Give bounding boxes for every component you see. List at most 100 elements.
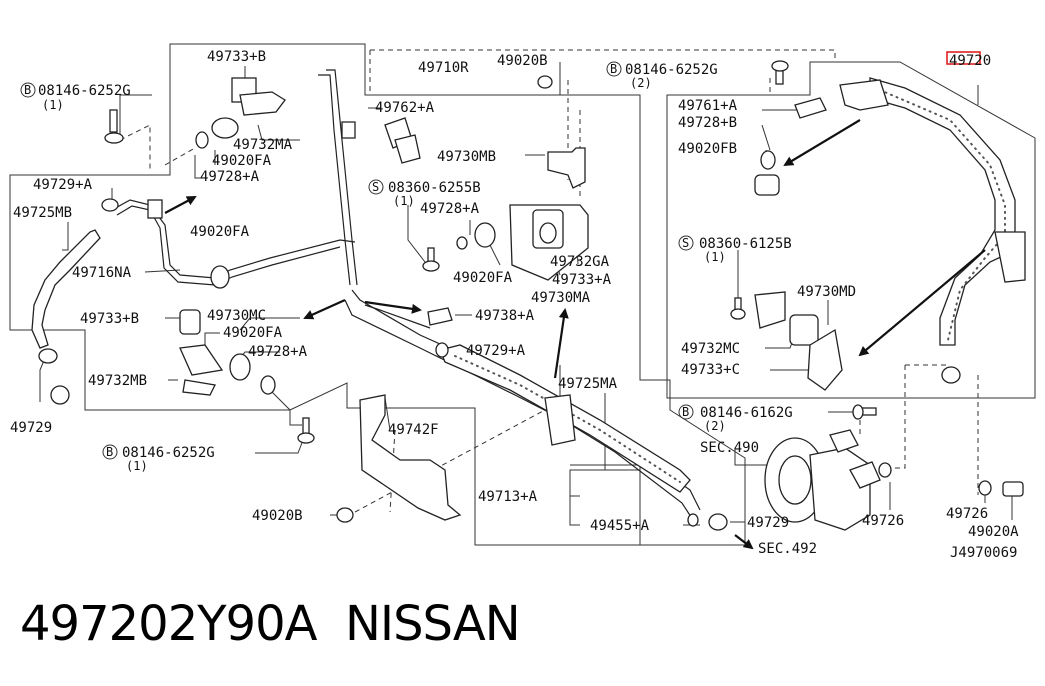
nut-49020b-bottom xyxy=(336,507,354,523)
label-49020fb: 49020FB xyxy=(678,141,737,157)
brand-name: NISSAN xyxy=(345,596,521,652)
hose-bracket xyxy=(994,231,1026,283)
grommet-49020fa-mid xyxy=(474,222,496,248)
label-08360-6125b: 08360-6125B xyxy=(699,236,792,252)
clamp-49730md xyxy=(789,314,819,346)
label-08146-6162g: 08146-6162G xyxy=(700,405,793,421)
label-sec490: SEC.490 xyxy=(700,440,759,456)
direction-arrows xyxy=(164,119,986,550)
bolt-symbol-label: B xyxy=(610,62,617,76)
clamp-hole xyxy=(539,222,557,244)
bolt-08146-6252g-topright xyxy=(771,60,789,85)
label-49728a-mid: 49728+A xyxy=(420,201,480,217)
screw-symbol-icon xyxy=(368,179,384,195)
clip-49738a xyxy=(427,307,453,326)
screw-08360-6255b xyxy=(422,247,440,272)
clip-49729a xyxy=(101,198,119,212)
label-49728b: 49728+B xyxy=(678,115,737,131)
bracket-49730mc xyxy=(179,344,224,376)
label-49742f: 49742F xyxy=(388,422,439,438)
washer-49726-right xyxy=(978,480,992,496)
screw-symbol-icon xyxy=(678,235,694,251)
screw-08360-6125b xyxy=(730,297,746,320)
bolt-08146-6252g-bottom xyxy=(297,417,315,444)
frame-lines xyxy=(9,43,1036,546)
label-49762a: 49762+A xyxy=(375,100,435,116)
heat-shield-49742f xyxy=(359,394,462,521)
hose-end-fitting xyxy=(839,79,889,111)
label-49726-mid: 49726 xyxy=(862,513,904,529)
clamp-49733b-mid xyxy=(179,309,201,335)
label-49729a-mid: 49729+A xyxy=(466,343,526,359)
bolt-symbol-label: B xyxy=(106,445,113,459)
label-49732mb: 49732MB xyxy=(88,373,147,389)
collar-49728a-bot xyxy=(260,375,276,395)
grommet-49020fb xyxy=(754,174,780,196)
part-number: 497202Y90A xyxy=(20,596,317,652)
grommet-49020fa-pipe xyxy=(210,265,230,289)
label-49732ga: 49732GA xyxy=(550,254,610,270)
symbols: B B S S B B xyxy=(20,61,694,460)
label-49726-right: 49726 xyxy=(946,506,988,522)
label-49020b-bottom: 49020B xyxy=(252,508,303,524)
bracket-49732mc xyxy=(754,291,786,329)
fitting-49761a xyxy=(794,97,827,119)
clip-49729-circle xyxy=(50,385,70,405)
label-08146-6252g-bottom: 08146-6252G xyxy=(122,445,215,461)
label-49733b-top: 49733+B xyxy=(207,49,266,65)
bolt-symbol-label: B xyxy=(24,83,31,97)
clip-49729a-mid xyxy=(435,342,449,358)
bolt-08146-6252g-topleft xyxy=(104,109,124,144)
bolt-08146-6162g xyxy=(852,404,877,420)
label-49730mb: 49730MB xyxy=(437,149,496,165)
label-49713a: 49713+A xyxy=(478,489,538,505)
bolt-49020a xyxy=(1002,481,1024,497)
collar-49728b xyxy=(760,150,776,170)
label-49455a: 49455+A xyxy=(590,518,650,534)
label-49020fa-4: 49020FA xyxy=(223,325,283,341)
label-49733b-mid: 49733+B xyxy=(80,311,139,327)
label-sec492: SEC.492 xyxy=(758,541,817,557)
label-qty-1-topleft: (1) xyxy=(42,98,64,112)
bolt-symbol-icon xyxy=(606,61,622,77)
label-49730ma: 49730MA xyxy=(531,290,591,306)
clip-49729-left xyxy=(38,348,58,364)
bolt-symbol-icon xyxy=(102,444,118,460)
clip-49729-bottom xyxy=(708,513,728,531)
label-49020fa-2: 49020FA xyxy=(190,224,250,240)
label-49725mb: 49725MB xyxy=(13,205,72,221)
collar-49728a-top xyxy=(195,131,209,149)
label-49728a-bottom: 49728+A xyxy=(248,344,308,360)
screw-symbol-label: S xyxy=(372,180,379,194)
grommet-49020fa-top xyxy=(211,117,239,139)
bracket-49732mb xyxy=(182,379,216,396)
label-qty-2-right: (2) xyxy=(704,419,726,433)
parts xyxy=(38,60,1026,531)
bolt-symbol-icon xyxy=(678,404,694,420)
label-49725ma: 49725MA xyxy=(558,376,618,392)
label-49020a: 49020A xyxy=(968,524,1019,540)
hose-eye-fitting xyxy=(941,366,961,384)
label-49729-bottom: 49729 xyxy=(747,515,789,531)
label-49732ma: 49732MA xyxy=(233,137,293,153)
label-49732mc: 49732MC xyxy=(681,341,740,357)
label-49761a: 49761+A xyxy=(678,98,738,114)
label-49020fa-1: 49020FA xyxy=(212,153,272,169)
label-49710r: 49710R xyxy=(418,60,469,76)
highlight-box-49720 xyxy=(946,51,981,65)
label-qty-1-right: (1) xyxy=(704,250,726,264)
label-49733c: 49733+C xyxy=(681,362,740,378)
part-labels: 49733+B 08146-6252G (1) 49710R 49020B 08… xyxy=(10,49,1019,561)
diagram-ref-code: J4970069 xyxy=(950,545,1017,561)
collar-49728a-mid xyxy=(456,236,468,250)
label-qty-1-mid: (1) xyxy=(393,194,415,208)
label-49729-left: 49729 xyxy=(10,420,52,436)
bracket-49732ma xyxy=(239,91,286,116)
screw-symbol-label: S xyxy=(682,236,689,250)
label-49738a: 49738+A xyxy=(475,308,535,324)
label-49716na: 49716NA xyxy=(72,265,132,281)
label-49730md: 49730MD xyxy=(797,284,856,300)
power-steering-pump xyxy=(764,429,881,531)
label-49730mc: 49730MC xyxy=(207,308,266,324)
